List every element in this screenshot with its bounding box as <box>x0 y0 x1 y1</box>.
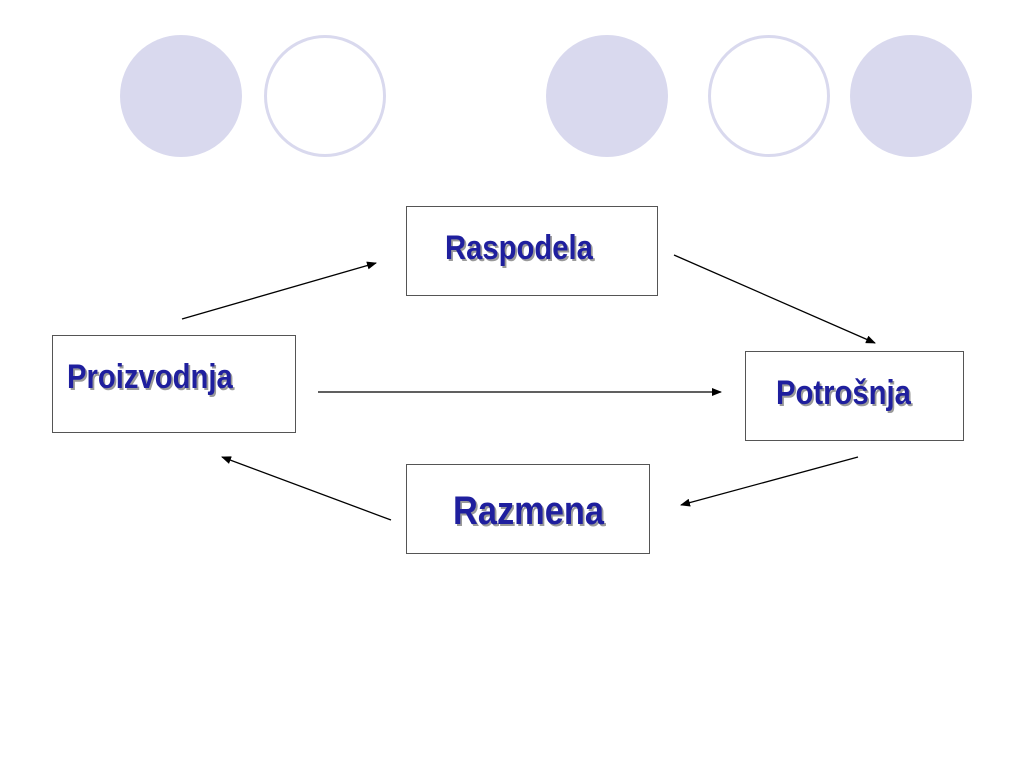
node-razmena-label: Razmena <box>453 489 605 533</box>
arrow-potrosnja-to-razmena <box>680 456 859 507</box>
arrow-razmena-to-proizvodnja <box>221 456 392 521</box>
decorative-circle-filled <box>546 35 668 157</box>
node-proizvodnja: Proizvodnja <box>52 335 296 433</box>
decorative-circle-outline <box>264 35 386 157</box>
arrow-proizvodnja-to-raspodela <box>181 261 377 320</box>
node-proizvodnja-label: Proizvodnja <box>67 358 233 396</box>
node-raspodela: Raspodela <box>406 206 658 296</box>
decorative-circle-filled <box>120 35 242 157</box>
node-potrosnja-label: Potrošnja <box>776 374 911 412</box>
arrow-raspodela-to-potrosnja <box>673 254 876 344</box>
decorative-circle-outline <box>708 35 830 157</box>
node-razmena: Razmena <box>406 464 650 554</box>
node-potrosnja: Potrošnja <box>745 351 964 441</box>
node-raspodela-label: Raspodela <box>445 229 593 267</box>
decorative-circle-filled <box>850 35 972 157</box>
